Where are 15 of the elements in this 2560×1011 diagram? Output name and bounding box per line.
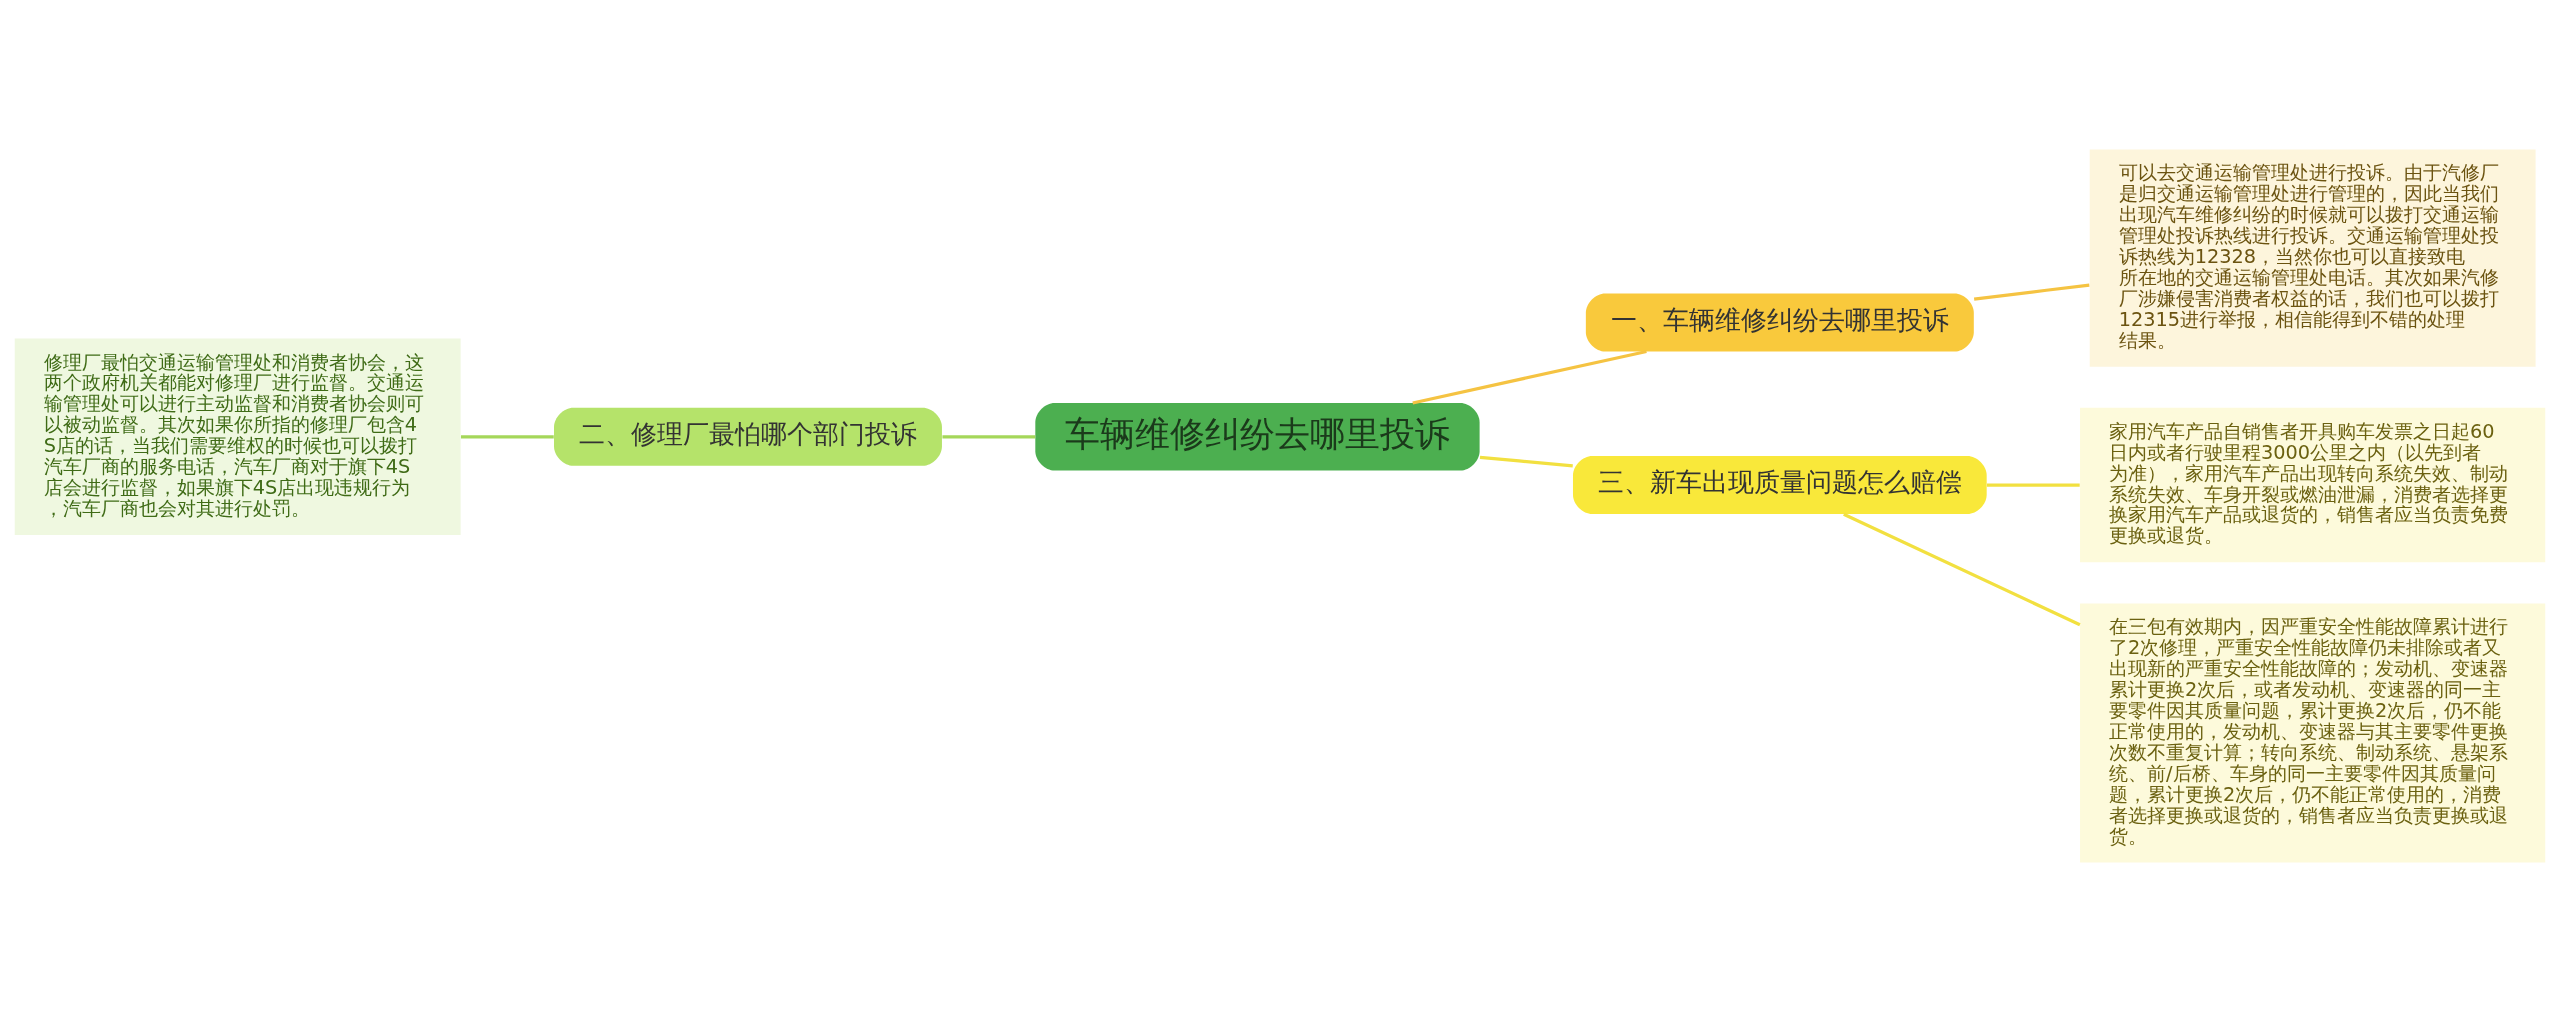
connector	[1479, 455, 1573, 468]
node-box: 在三包有效期内，因严重安全性能故障累计进行了2次修理，严重安全性能故障仍未排除或者又出现新的严重安全性能故障的；发动机、变速器累计更换2次后，或者发动机、变速器的同一主要零件因其质量问题，累计更换2次后，仍不能正常使用的，发动机、变速器与其主要零件更换次数不重复计算；转向系统、制动系统、悬架系统、前/后桥、车身的同一主要零件因其质量问题，累计更换2次后，仍不能正常使用的，消费者选择更换或退货的，销售者应当负责更换或退货。	[2080, 602, 2546, 863]
connector	[460, 434, 554, 438]
node-box: 三、新车出现质量问题怎么赔偿	[1573, 455, 1987, 514]
connector	[942, 434, 1036, 438]
node-box: 一、车辆维修纠纷去哪里投诉	[1585, 293, 1974, 351]
connector	[1986, 482, 2080, 487]
connector	[1843, 512, 2081, 626]
node-box: 修理厂最怕交通运输管理处和消费者协会，这两个政府机关都能对修理厂进行监督。交通运输管理处可以进行主动监督和消费者协会则可以被动监督。其次如果你所指的修理厂包含4S店的话，当我们需要维权的时候也可以拨打汽车厂商的服务电话，汽车厂商对于旗下4S店会进行监督，如果旗下4S店出现违规行为，汽车厂商也会对其进行处罚。	[14, 338, 461, 535]
node-box: 可以去交通运输管理处进行投诉。由于汽修厂是归交通运输管理处进行管理的，因此当我们出现汽车维修纠纷的时候就可以拨打交通运输管理处投诉热线进行投诉。交通运输管理处投诉热线为12328，当然你也可以直接致电所在地的交通运输管理处电话。其次如果汽修厂涉嫌侵害消费者权益的话，我们也可以拨打12315进行举报，相信能得到不错的处理结果。	[2089, 148, 2536, 367]
connector	[1412, 349, 1647, 405]
connector	[1973, 282, 2090, 301]
node-box: 家用汽车产品自销售者开具购车发票之日起60日内或者行驶里程3000公里之内（以先到者为准），家用汽车产品出现转向系统失效、制动系统失效、车身开裂或燃油泄漏，消费者选择更换家用汽车产品或退货的，销售者应当负责免费更换或退货。	[2080, 407, 2546, 562]
node-box: 二、修理厂最怕哪个部门投诉	[554, 407, 942, 466]
node-box: 车辆维修纠纷去哪里投诉	[1035, 402, 1480, 471]
